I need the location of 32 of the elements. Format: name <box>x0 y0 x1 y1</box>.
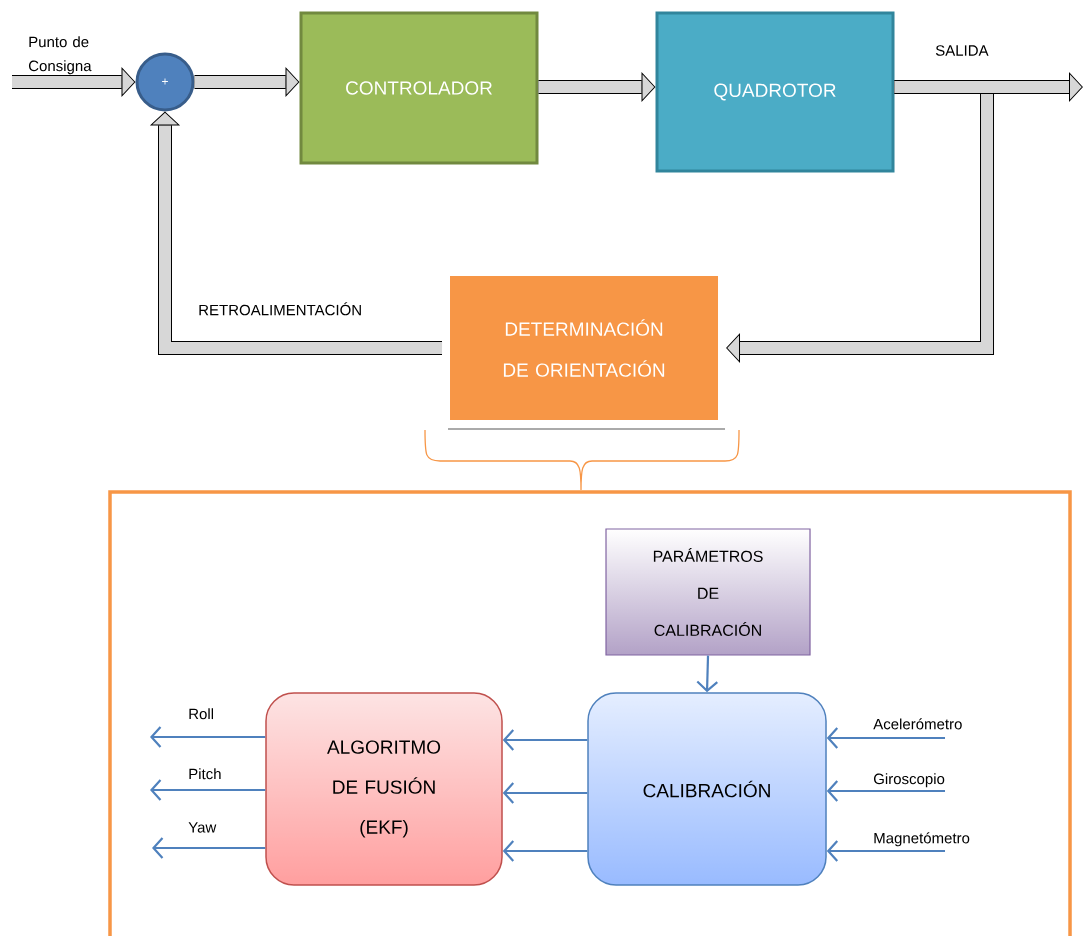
edge-label: Magnetómetro <box>874 832 970 847</box>
arrow <box>150 726 266 748</box>
arrow <box>12 67 136 97</box>
arrow <box>538 72 656 102</box>
arrow <box>150 111 442 355</box>
edge-label: Giroscopio <box>873 773 945 788</box>
edge-label: RETROALIMENTACIÓN <box>199 302 361 316</box>
detail-frame <box>108 490 1072 936</box>
edge-label: SALIDA <box>935 45 989 56</box>
process-box: DETERMINACIÓN DE ORIENTACIÓN <box>442 268 726 430</box>
arrow <box>894 72 1083 102</box>
summing-junction: + <box>135 52 195 112</box>
arrow <box>502 840 588 862</box>
process-box: QUADROTOR <box>655 11 895 173</box>
edge-label: Yaw <box>188 822 217 833</box>
arrow <box>150 779 266 801</box>
process-box: ALGORITMO DE FUSIÓN (EKF) <box>265 692 503 886</box>
arrow <box>194 67 300 97</box>
process-box: CALIBRACIÓN <box>587 692 827 886</box>
arrow <box>502 782 588 804</box>
edge-label: Roll <box>189 708 213 720</box>
edge-label: Acelerómetro <box>873 718 962 730</box>
process-box: CONTROLADOR <box>299 11 539 165</box>
arrow <box>826 727 945 749</box>
arrow <box>826 780 945 802</box>
arrow <box>152 837 266 859</box>
arrow <box>502 729 588 751</box>
edge-label: Pitch <box>189 768 221 780</box>
parameter-box: PARÁMETROS DE CALIBRACIÓN <box>605 528 811 656</box>
arrow <box>826 840 945 862</box>
edge-label: Punto de Consigna <box>28 36 92 75</box>
arrow <box>696 655 718 693</box>
